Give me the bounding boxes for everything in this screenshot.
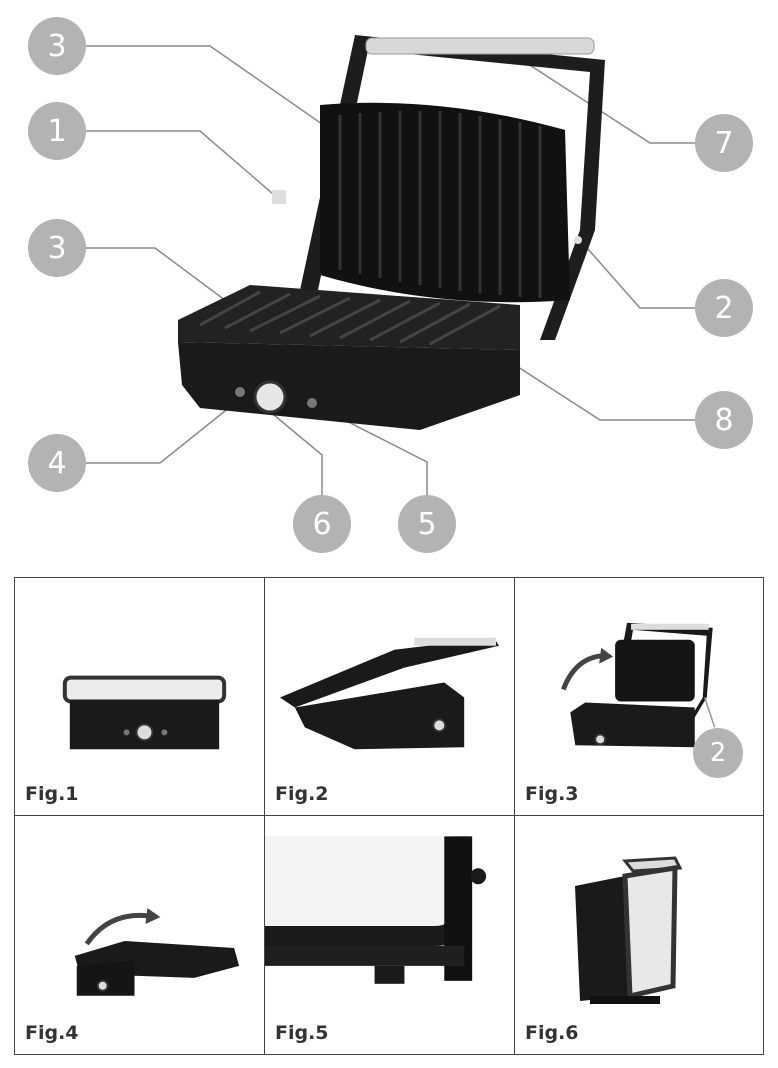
figure-2: Fig.2: [265, 578, 515, 816]
figure-6: Fig.6: [515, 816, 763, 1054]
fig3-open-grill: [560, 622, 716, 748]
product-overview: 3 1 3 4 6 5 7 2 8: [28, 17, 753, 553]
fig-label: Fig.5: [275, 1022, 329, 1044]
fig2-slightly-open-grill: [279, 637, 500, 750]
callout-2-lever: 2: [695, 279, 753, 337]
callout-8-feet: 8: [695, 391, 753, 449]
figure-3: 2 Fig.3: [515, 578, 763, 816]
fig-label: Fig.6: [525, 1022, 579, 1044]
fig-label: Fig.2: [275, 783, 329, 805]
callout-4-light: 4: [28, 434, 86, 492]
callout-5-light: 5: [398, 495, 456, 553]
fig-label: Fig.4: [25, 1022, 79, 1044]
fig6-upright-storage: [575, 856, 683, 1004]
figure-grid: Fig.1 Fig.2 2 Fig.3: [14, 577, 764, 1055]
fig4-flat-grill: [74, 908, 240, 996]
fig3-callout-2: 2: [693, 728, 743, 778]
callout-7-handle: 7: [695, 114, 753, 172]
figure-5: Fig.5: [265, 816, 515, 1054]
contact-grill-illustration: [86, 35, 695, 518]
callout-3-bottom-plate: 3: [28, 219, 86, 277]
callout-1-hinge: 1: [28, 102, 86, 160]
figure-1: Fig.1: [15, 578, 265, 816]
callout-6-knob: 6: [293, 495, 351, 553]
figure-4: Fig.4: [15, 816, 265, 1054]
fig5-hinge-detail: [265, 836, 487, 984]
callout-3-top-plate: 3: [28, 17, 86, 75]
fig-label: Fig.1: [25, 783, 79, 805]
fig-label: Fig.3: [525, 783, 579, 805]
fig1-closed-grill: [62, 675, 227, 750]
